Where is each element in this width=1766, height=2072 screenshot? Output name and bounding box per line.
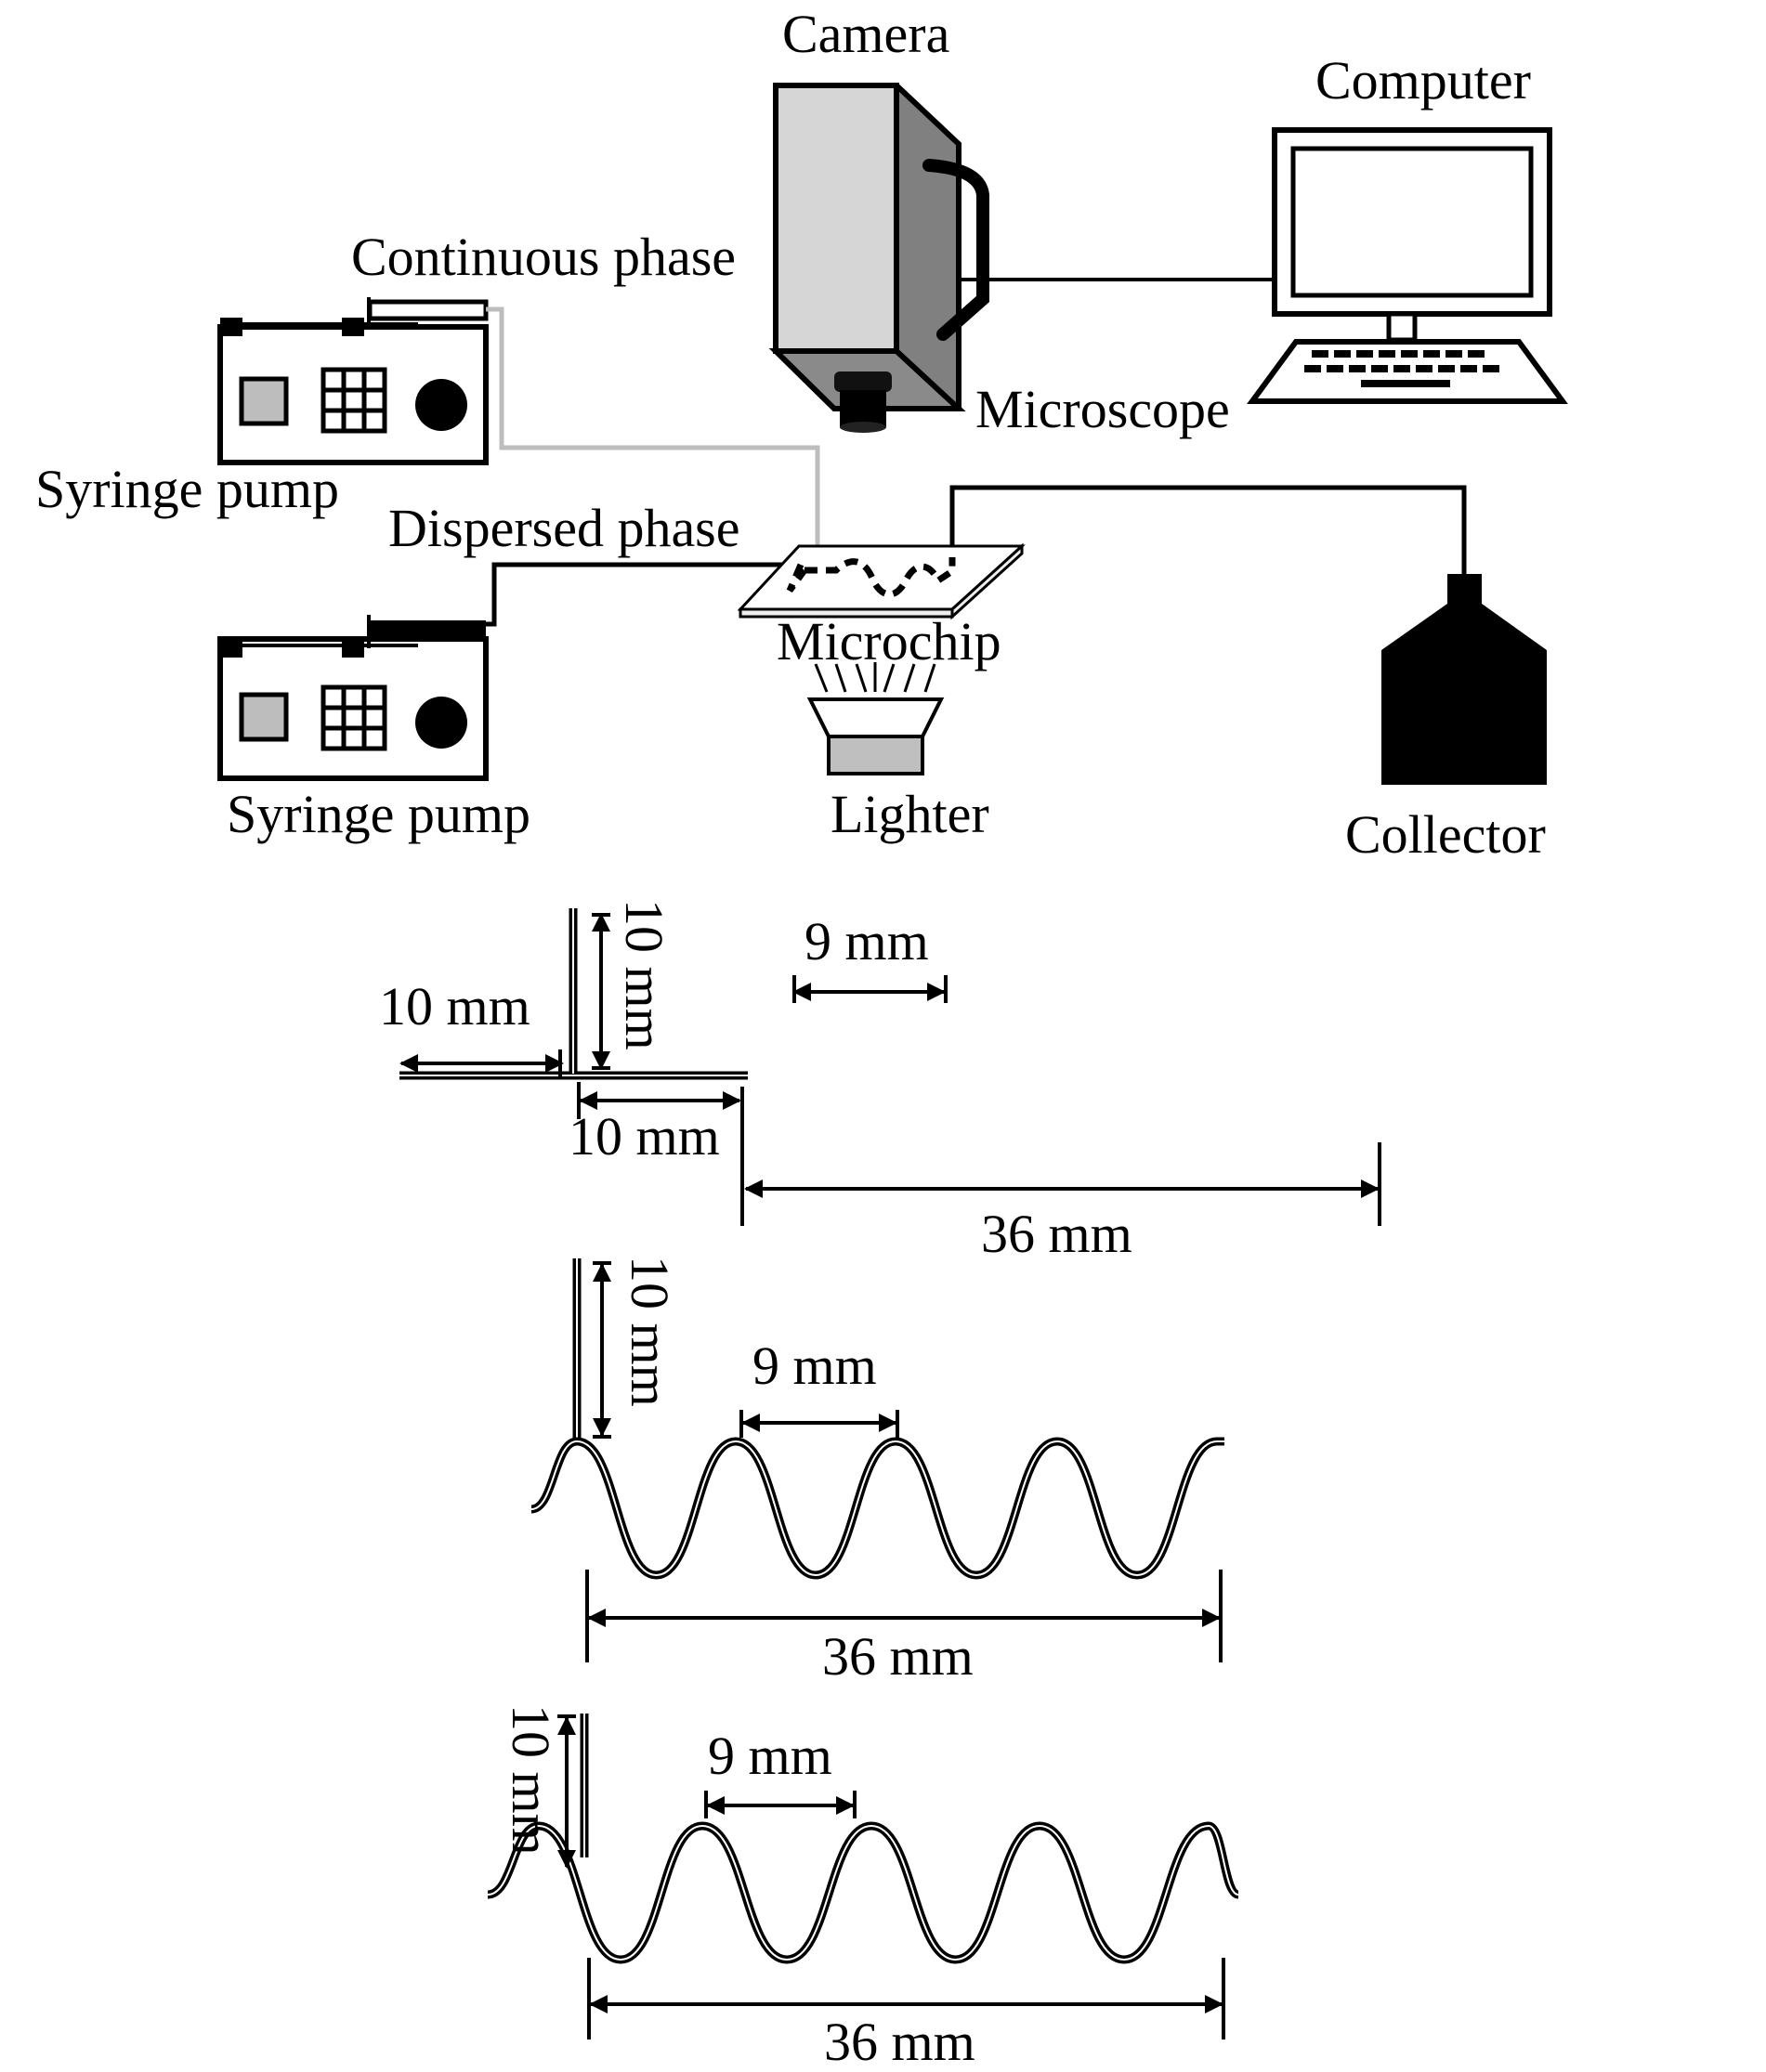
channel-geometry-3: [487, 1714, 1240, 2039]
dimension-label-inlet-vertical: 10 mm: [501, 1704, 561, 1856]
dispersed-phase-label: Dispersed phase: [388, 498, 740, 558]
outlet-tube: [949, 485, 1467, 580]
serpentine-channel: [487, 1821, 1240, 1964]
dispersed-phase-tube: [486, 562, 801, 627]
microchip-icon: [737, 542, 1026, 620]
dimension-label-total-length: 36 mm: [824, 2012, 975, 2072]
syringe-pump-icon: [217, 297, 489, 465]
camera-label: Camera: [782, 4, 950, 64]
computer-label: Computer: [1315, 50, 1531, 111]
serpentine-channel-core: [530, 1440, 1224, 1577]
lighter-icon: [806, 662, 945, 775]
microchip-label: Microchip: [777, 611, 1001, 671]
channel-geometry-2: [530, 1258, 1224, 1662]
lighter-label: Lighter: [831, 784, 989, 844]
dimension-label-inlet-vertical: 10 mm: [614, 899, 674, 1050]
syringe-pump-label-2: Syringe pump: [227, 784, 531, 844]
dimension-label-inlet-vertical: 10 mm: [620, 1256, 680, 1407]
syringe-pump-icon: [217, 615, 489, 781]
computer-icon: [1247, 127, 1568, 404]
keypad-icon: [320, 367, 387, 434]
collector-bottle-icon: [1381, 574, 1547, 785]
collector-label: Collector: [1345, 804, 1546, 865]
dimension-label-wavelength: 9 mm: [752, 1336, 877, 1396]
channel-geometry-1: [399, 908, 1381, 1226]
serpentine-channel: [530, 1437, 1224, 1580]
keypad-icon: [320, 684, 387, 751]
serpentine-channel-core: [487, 1824, 1239, 1961]
dimension-label-total-length: 36 mm: [981, 1204, 1132, 1264]
dimension-label-wavelength: 9 mm: [708, 1726, 832, 1786]
dimension-label-inlet-horizontal: 10 mm: [379, 976, 530, 1036]
camera-icon: [768, 83, 989, 411]
syringe-pump-label-1: Syringe pump: [35, 459, 340, 519]
dimension-label-total-length: 36 mm: [822, 1626, 974, 1687]
microscope-lens-icon: [834, 371, 892, 433]
continuous-phase-tube: [486, 306, 820, 555]
microscope-label: Microscope: [975, 379, 1230, 439]
dimension-label-wavelength: 9 mm: [805, 911, 929, 971]
dimension-label-straight-segment: 10 mm: [569, 1106, 720, 1166]
continuous-phase-label: Continuous phase: [351, 227, 737, 287]
